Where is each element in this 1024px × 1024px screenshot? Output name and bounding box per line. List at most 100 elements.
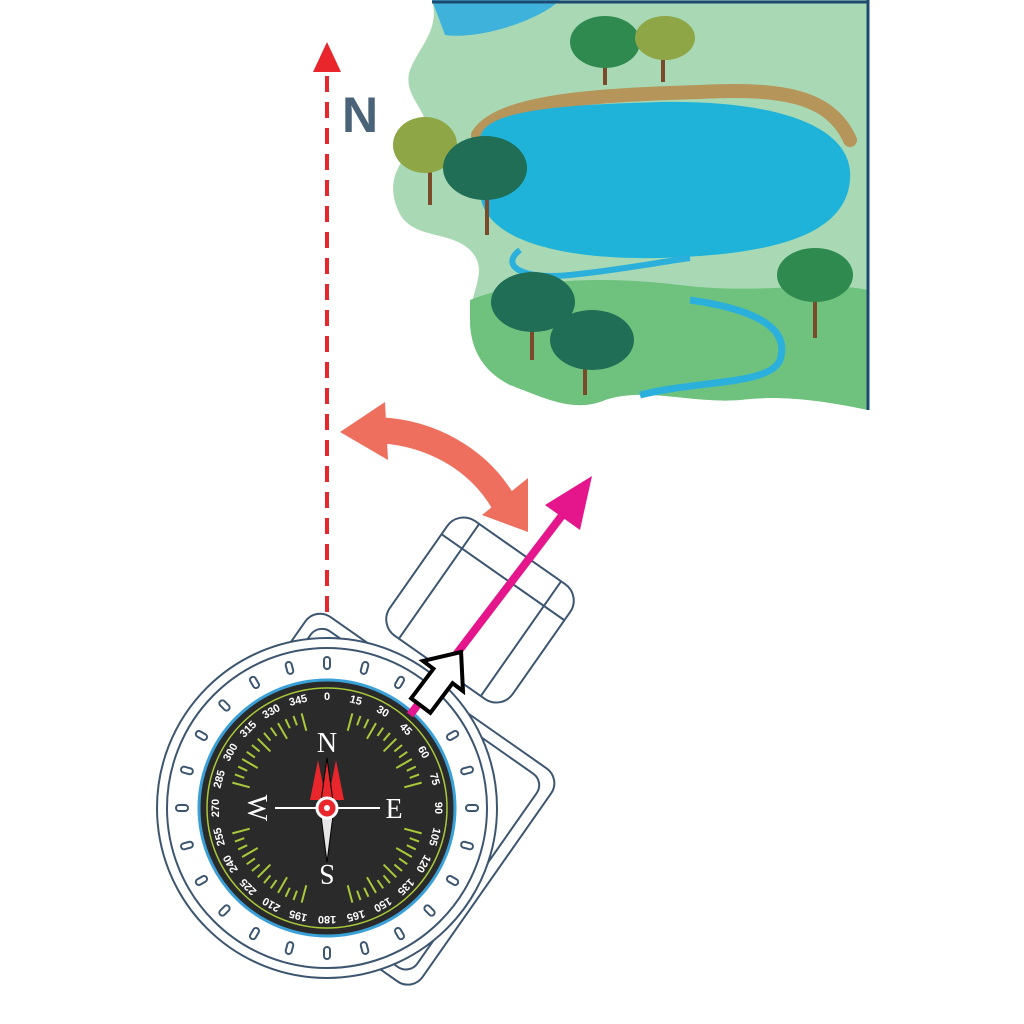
degree-label: 15 (348, 693, 363, 708)
dial-tick (404, 827, 422, 835)
dial-tick (232, 827, 250, 835)
rotate-double-arrow (340, 402, 528, 532)
dial-tick (269, 879, 278, 889)
dial-tick (277, 876, 288, 894)
bezel-notch (218, 699, 231, 712)
dial-tick (393, 863, 403, 872)
bezel-notch (180, 765, 194, 776)
cardinal-n: N (317, 728, 337, 759)
dial-tick (300, 713, 308, 731)
dial-tick (363, 887, 370, 898)
bezel-notch (423, 904, 436, 917)
dial-tick (376, 879, 385, 889)
degree-label: 285 (212, 769, 228, 790)
cardinal-w: W (241, 795, 272, 822)
bezel-notch (249, 675, 260, 690)
dial-tick (404, 781, 422, 789)
dial-tick (263, 874, 272, 884)
dial-tick (406, 765, 417, 772)
lake (480, 101, 851, 259)
degree-label: 180 (318, 913, 336, 925)
dial-tick (251, 744, 261, 753)
bezel-notch (194, 730, 209, 741)
bezel-notch (460, 840, 474, 851)
dial-tick (241, 758, 259, 769)
dial-tick (246, 750, 256, 759)
bezel-notch (445, 730, 460, 741)
dial-tick (234, 837, 245, 843)
degree-label: 165 (345, 907, 366, 923)
dial-tick (395, 758, 413, 769)
bezel-notch (359, 661, 370, 675)
dial-tick (292, 890, 298, 901)
bezel-notch (460, 765, 474, 776)
bezel-notch (323, 656, 331, 670)
dial-tick (366, 722, 377, 740)
dial-tick (263, 732, 272, 742)
dial-tick (256, 863, 272, 879)
dial-tick (398, 857, 408, 866)
degree-label: 195 (288, 907, 309, 923)
shoreline (471, 84, 857, 147)
dial-tick (382, 874, 391, 884)
bezel-notch (194, 875, 209, 887)
bezel-notch (445, 875, 460, 886)
bezel-notch (394, 926, 405, 941)
dial-tick (237, 844, 248, 851)
dial-tick (269, 727, 278, 737)
dial-tick (284, 887, 291, 898)
north-label: N (342, 87, 378, 143)
dial-tick (409, 773, 420, 779)
dial-tick (234, 773, 245, 779)
bezel-notch (249, 926, 260, 941)
trees (393, 16, 853, 395)
degree-label: 30 (374, 704, 391, 721)
degree-label: 270 (210, 799, 222, 817)
dial-tick (346, 713, 354, 731)
dial-tick (300, 885, 308, 903)
dial-tick (232, 781, 250, 789)
dial-tick (237, 765, 248, 772)
degree-label: 0 (324, 691, 330, 703)
dial-tick (292, 715, 298, 726)
dial-tick (382, 737, 398, 753)
bezel-notch (394, 675, 405, 690)
dial-tick (346, 885, 354, 903)
dial-tick (356, 715, 362, 726)
degree-label: 60 (415, 744, 432, 761)
cardinal-e: E (385, 794, 402, 825)
bezel-notch (323, 946, 331, 960)
bezel-notch (175, 804, 189, 812)
bezel-notch (180, 840, 194, 851)
dial-tick (406, 844, 417, 851)
map-illustration (393, 0, 870, 410)
bezel-notch (359, 941, 370, 955)
dial-tick (382, 732, 391, 742)
dial-tick (251, 863, 261, 872)
dial-tick (395, 847, 413, 858)
dial-tick (398, 750, 408, 759)
dial-tick (256, 737, 272, 753)
bezel-notch (465, 804, 479, 812)
dial-tick (366, 876, 377, 894)
dial-tick (277, 722, 288, 740)
dial-tick (376, 727, 385, 737)
dial-tick (284, 718, 291, 729)
dial-tick (393, 744, 403, 753)
dial-tick (241, 847, 259, 858)
cardinal-s: S (319, 858, 335, 889)
degree-label: 90 (432, 802, 444, 814)
pointer-outline-arrow (408, 649, 466, 716)
bezel-notch (284, 661, 295, 675)
dial-tick (382, 863, 398, 879)
degree-label: 345 (288, 693, 309, 709)
degree-label: 255 (212, 826, 228, 847)
degree-label: 75 (427, 772, 442, 787)
bezel-notch (284, 941, 295, 955)
degree-label: 105 (426, 826, 442, 847)
dial-tick (363, 718, 370, 729)
dial-tick (409, 837, 420, 843)
dial-tick (246, 857, 256, 866)
